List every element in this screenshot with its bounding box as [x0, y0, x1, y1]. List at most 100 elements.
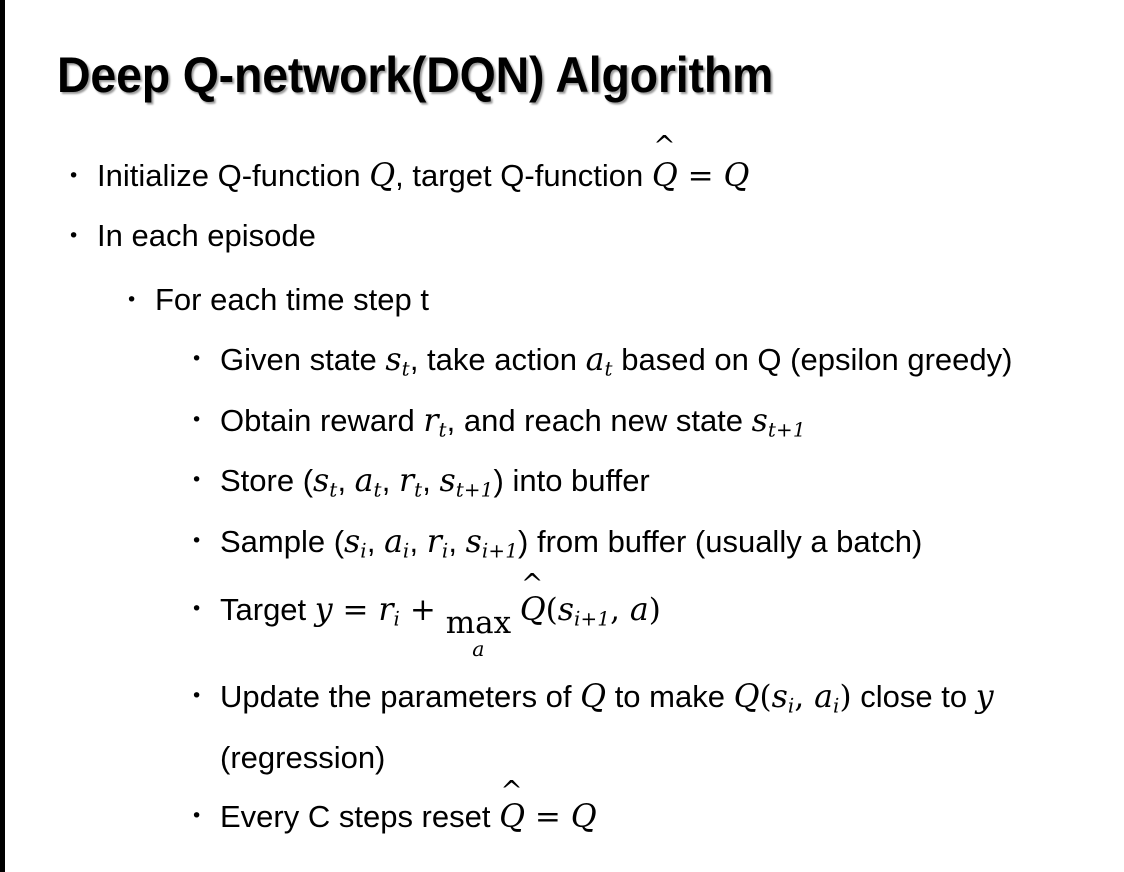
bullet-glyph: •	[191, 348, 203, 370]
math-var-s: s	[385, 342, 402, 378]
math-plus: +	[400, 592, 446, 629]
math-var-q-base: Q	[499, 799, 526, 835]
text-fragment: based on Q (epsilon greedy)	[612, 342, 1013, 377]
math-sub-i: i	[402, 539, 410, 563]
text-fragment: , take action	[409, 342, 586, 377]
slide-left-edge-bar	[0, 0, 5, 872]
bullet-in-each-episode-text: In each episode	[97, 218, 316, 253]
math-var-q-base: Q	[651, 158, 678, 194]
text-fragment: (regression)	[220, 740, 386, 775]
bullet-glyph: •	[191, 805, 203, 827]
math-var-y: y	[975, 679, 994, 716]
math-sub-i: i	[360, 539, 367, 563]
bullet-reset-target-network-text: Every C steps reset Q^ = Q	[220, 778, 1104, 843]
text-fragment: Given state	[220, 342, 386, 377]
math-sub-i-plus-1: i+1	[573, 607, 611, 631]
text-fragment: Obtain reward	[220, 402, 424, 438]
math-var-a: a	[354, 463, 374, 500]
math-paren-open: (	[545, 592, 558, 629]
bullet-sample-batch-text: Sample (si, ai, ri, si+1) from buffer (u…	[220, 516, 1104, 577]
bullet-update-parameters: • Update the parameters of Q to make Q(s…	[0, 671, 1124, 783]
bullet-given-state: • Given state st, take action at based o…	[0, 334, 1124, 395]
math-var-q: Q	[580, 679, 607, 716]
bullet-glyph: •	[126, 289, 138, 311]
bullet-glyph: •	[191, 598, 203, 621]
math-var-s2: s	[465, 523, 482, 560]
bullet-sample-batch: • Sample (si, ai, ri, si+1) from buffer …	[0, 516, 1124, 577]
text-fragment: , target Q-function	[395, 158, 652, 193]
math-var-r: r	[426, 523, 442, 560]
bullet-glyph: •	[191, 529, 203, 552]
text-fragment: ,	[366, 523, 385, 559]
text-fragment: ,	[448, 523, 466, 559]
text-fragment: Initialize Q-function	[97, 158, 370, 193]
math-var-r: r	[378, 592, 394, 629]
text-fragment: ,	[337, 463, 355, 499]
math-var-s: s	[771, 679, 788, 716]
math-sub-i: i	[832, 695, 840, 718]
math-sub-t: t	[329, 478, 338, 502]
math-sub-t-plus-1: t+1	[455, 478, 494, 502]
bullet-glyph: •	[191, 408, 203, 431]
math-sub-i: i	[787, 695, 795, 718]
text-fragment: ,	[409, 523, 427, 559]
text-fragment: Every C steps reset	[220, 799, 500, 834]
math-var-a: a	[814, 679, 833, 716]
math-var-r: r	[423, 402, 439, 439]
text-fragment: Update the parameters of	[220, 679, 581, 715]
bullet-initialize: • Initialize Q-function Q, target Q-func…	[0, 133, 1124, 206]
math-sub-t: t	[604, 357, 613, 381]
math-paren-open: (	[759, 679, 772, 716]
math-var-q: Q	[369, 158, 396, 194]
math-var-s: s	[344, 523, 361, 560]
math-sub-i: i	[393, 607, 400, 631]
bullet-store-transition: • Store (st, at, rt, st+1) into buffer	[0, 455, 1124, 516]
math-var-q: Q	[570, 799, 597, 835]
bullet-obtain-reward: • Obtain reward rt, and reach new state …	[0, 395, 1124, 456]
math-sub-i-plus-1: i+1	[481, 539, 519, 563]
text-fragment: ,	[381, 463, 399, 499]
math-max-label: max	[445, 605, 512, 642]
math-var-a: a	[384, 523, 403, 560]
math-paren-close: )	[648, 592, 661, 629]
math-sub-t: t	[438, 418, 447, 442]
math-var-q-hat: Q^	[519, 571, 546, 636]
text-fragment: to make	[606, 679, 734, 715]
page-title: Deep Q-network(DQN) Algorithm	[57, 47, 774, 103]
math-var-q2: Q	[733, 679, 760, 716]
bullet-in-each-episode: • In each episode	[0, 206, 1124, 266]
bullet-initialize-text: Initialize Q-function Q, target Q-functi…	[97, 133, 1124, 206]
math-var-a: a	[629, 592, 649, 629]
math-var-q-hat: Q^	[651, 133, 678, 206]
math-equals: =	[677, 158, 724, 194]
math-var-s: s	[313, 463, 330, 500]
circumflex-accent-icon: ^	[653, 130, 676, 162]
bullet-update-parameters-text: Update the parameters of Q to make Q(si,…	[220, 671, 1104, 783]
text-fragment: , and reach new state	[446, 402, 752, 438]
math-comma: ,	[610, 592, 630, 629]
math-var-q-hat: Q^	[499, 778, 526, 843]
bullet-glyph: •	[68, 225, 80, 247]
math-sub-t: t	[373, 478, 382, 502]
text-fragment: ) into buffer	[493, 463, 650, 499]
math-sub-t: t	[414, 478, 423, 502]
bullet-for-each-time-step-text: For each time step t	[155, 282, 429, 317]
math-sub-t-plus-1: t+1	[767, 418, 806, 442]
math-sub-t: t	[401, 357, 410, 381]
math-var-s2: s	[439, 463, 456, 500]
math-equals: =	[525, 799, 571, 835]
math-var-y: y	[314, 592, 333, 629]
math-var-q-base: Q	[519, 592, 546, 629]
math-paren-close: )	[839, 679, 852, 716]
bullet-for-each-time-step: • For each time step t	[0, 274, 1124, 326]
text-fragment: close to	[851, 679, 976, 715]
math-var-s: s	[751, 402, 768, 439]
math-var-s: s	[557, 592, 574, 629]
bullet-reset-target-network: • Every C steps reset Q^ = Q	[0, 778, 1124, 843]
text-fragment: ) from buffer (usually a batch)	[518, 523, 923, 559]
bullet-glyph: •	[191, 469, 203, 492]
